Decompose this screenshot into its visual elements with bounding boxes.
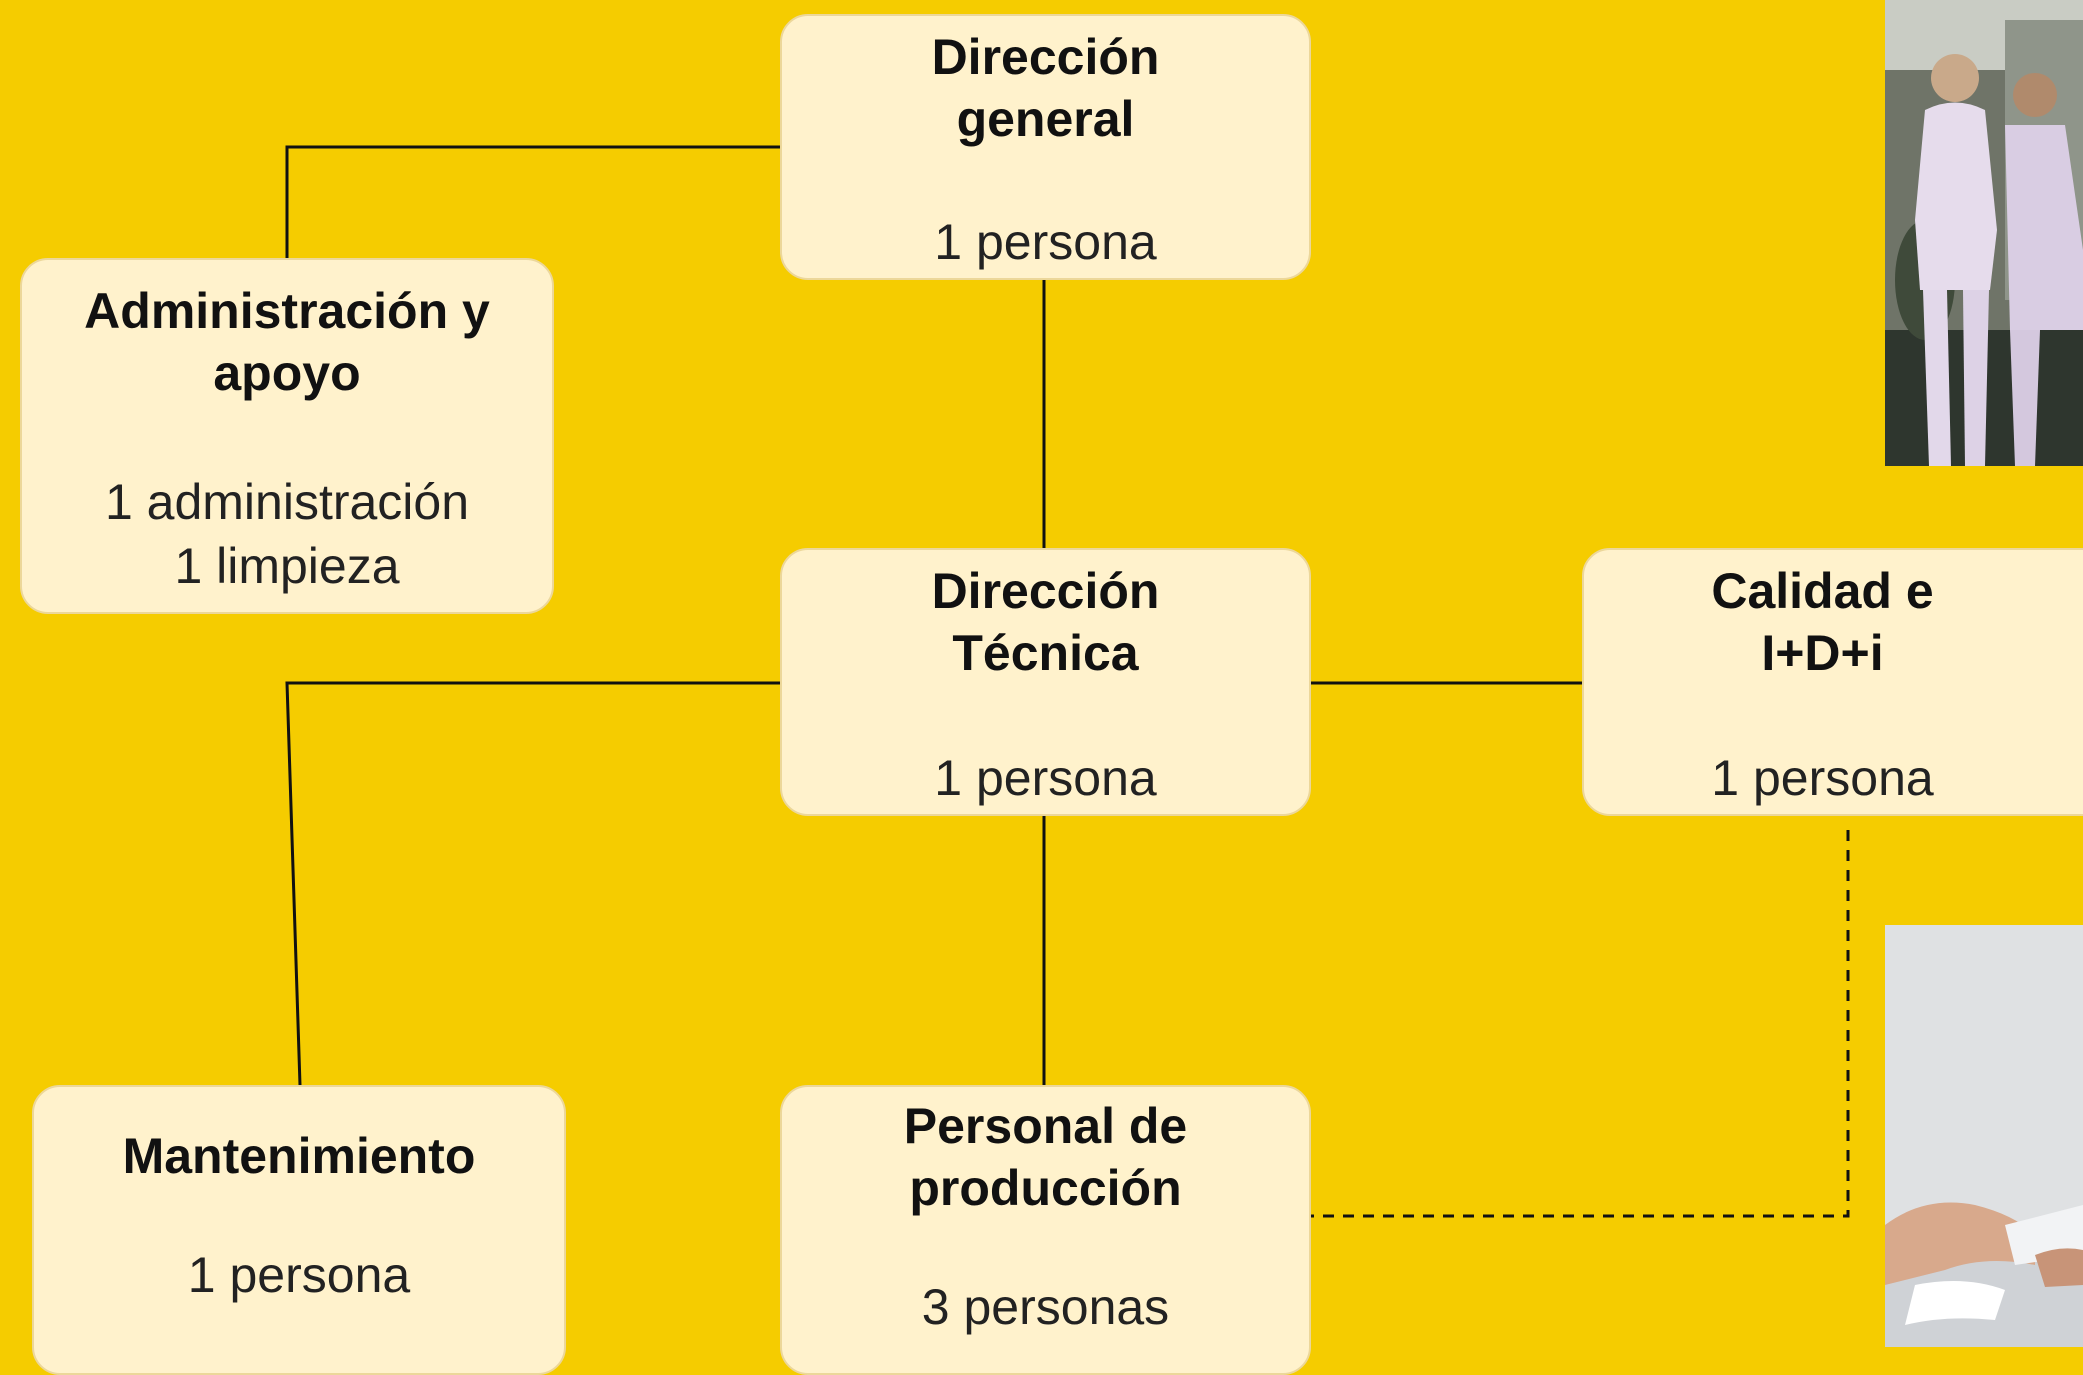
node-direccion-general: Dirección general 1 persona — [780, 14, 1311, 280]
node-title: Dirección Técnica — [931, 563, 1160, 681]
photo-staff-in-corridor — [1885, 0, 2083, 466]
node-calidad: Calidad e I+D+i 1 persona — [1582, 548, 2083, 816]
node-mantenimiento: Mantenimiento 1 persona — [32, 1085, 566, 1375]
connector-general-admin — [285, 145, 780, 258]
node-detail: 1 persona — [1711, 750, 1934, 806]
org-connectors — [285, 145, 1850, 1218]
node-direccion-tecnica: Dirección Técnica 1 persona — [780, 548, 1311, 816]
node-detail: 1 administración 1 limpieza — [104, 474, 470, 594]
connector-tecnica-mantenimiento — [285, 681, 780, 1086]
node-detail: 1 persona — [934, 214, 1157, 270]
connector-calidad-produccion-dashed — [1311, 830, 1850, 1218]
node-title: Personal de producción — [903, 1098, 1188, 1216]
node-administracion: Administración y apoyo 1 administración … — [20, 258, 554, 614]
node-title: Mantenimiento — [122, 1128, 476, 1184]
node-detail: 1 persona — [187, 1247, 411, 1303]
node-detail: 1 persona — [934, 750, 1157, 806]
node-title: Calidad e I+D+i — [1711, 563, 1934, 681]
node-produccion: Personal de producción 3 personas — [780, 1085, 1311, 1375]
node-detail: 3 personas — [921, 1279, 1170, 1335]
node-title: Dirección general — [931, 29, 1160, 147]
node-title: Administración y apoyo — [84, 283, 490, 401]
photo-hands-with-gloves — [1885, 925, 2083, 1347]
